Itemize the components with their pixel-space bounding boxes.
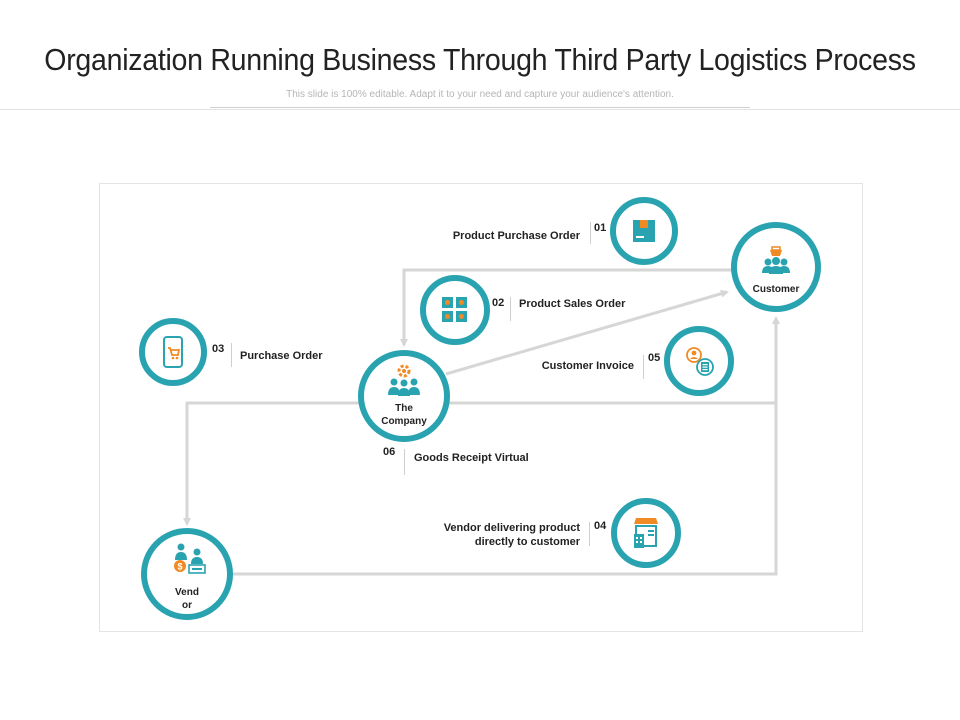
step-01-label: Product Purchase Order — [452, 230, 580, 242]
connector-customer-to-company — [400, 268, 733, 347]
vendor-label-line2: or — [182, 600, 192, 611]
step-01-number: 01 — [594, 222, 607, 234]
company-team-gear-icon — [388, 364, 420, 396]
step-05-separator — [643, 355, 644, 379]
step-03-number: 03 — [212, 343, 225, 355]
step-06-number: 06 — [383, 446, 396, 458]
customer-label: Customer — [752, 284, 800, 295]
step-01-separator — [590, 222, 591, 244]
step-04-node — [611, 498, 681, 568]
step-03-label: Purchase Order — [240, 350, 323, 362]
company-label-line2: Company — [381, 416, 427, 427]
step-03-separator — [231, 343, 232, 367]
products-grid-icon — [442, 297, 467, 322]
company-label-line1: The — [395, 403, 413, 414]
mobile-cart-icon — [163, 336, 183, 368]
step-03-node — [139, 318, 207, 386]
vendor-node: $ Vend or — [141, 528, 233, 620]
step-05-number: 05 — [648, 352, 661, 364]
step-06-separator — [404, 449, 405, 475]
slide-subtitle: This slide is 100% editable. Adapt it to… — [286, 89, 674, 100]
step-05-node — [664, 326, 734, 396]
connector-company-to-customer — [445, 289, 729, 376]
vendor-label-line1: Vend — [175, 587, 199, 598]
box-icon — [633, 220, 655, 242]
step-05-label: Customer Invoice — [541, 360, 634, 372]
store-delivery-icon — [634, 518, 658, 548]
title-divider — [0, 109, 960, 110]
connector-company-to-vendor — [183, 401, 360, 526]
step-02-label: Product Sales Order — [519, 298, 626, 310]
customer-node: Customer — [731, 222, 821, 312]
step-01-node — [610, 197, 678, 265]
step-02-node — [420, 275, 490, 345]
svg-text:$: $ — [177, 562, 182, 572]
step-04-label-line2: directly to customer — [474, 536, 580, 548]
slide-title: Organization Running Business Through Th… — [44, 42, 916, 77]
step-04-label-line1: Vendor delivering product — [443, 522, 580, 534]
step-02-separator — [510, 297, 511, 321]
vendor-payment-icon: $ — [174, 543, 206, 574]
customer-group-icon — [762, 246, 790, 274]
step-02-number: 02 — [492, 297, 505, 309]
customer-invoice-icon — [686, 347, 714, 376]
connector-vendor-to-customer — [232, 403, 778, 576]
step-04-separator — [589, 522, 590, 546]
step-04-number: 04 — [594, 520, 607, 532]
subtitle-divider — [210, 107, 750, 108]
company-node: The Company — [358, 350, 450, 442]
step-06-label: Goods Receipt Virtual — [414, 452, 529, 464]
